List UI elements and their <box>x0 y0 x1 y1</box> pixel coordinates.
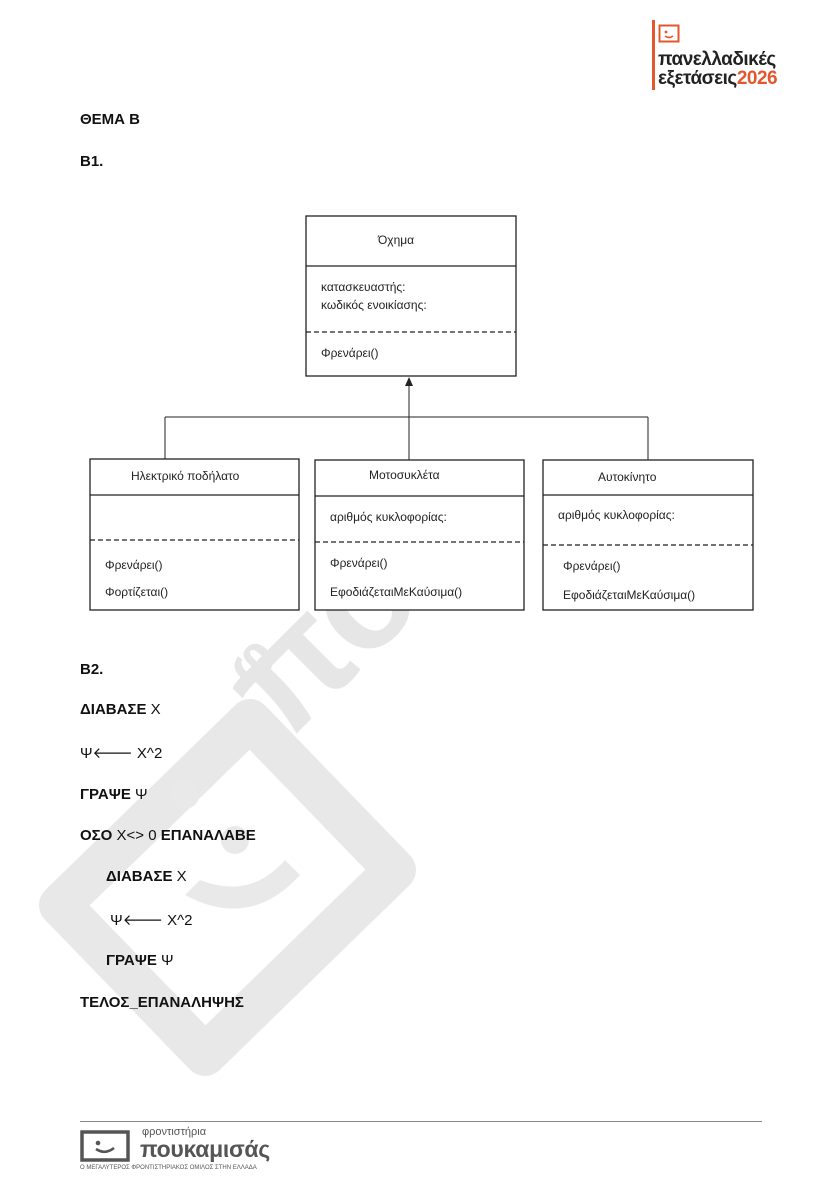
code-line-7: ΓΡΑΨΕ Ψ <box>106 952 174 969</box>
b2-label: Β2. <box>80 661 104 678</box>
b1-label: Β1. <box>80 153 104 170</box>
code-text: Χ<> 0 <box>112 827 161 844</box>
logo-line-1: πανελλαδικές <box>658 49 776 70</box>
class-name-electric-bike: Ηλεκτρικό ποδήλατο <box>131 469 240 483</box>
class-box-motorcycle <box>314 459 525 611</box>
logo-line-2: εξετάσεις2026 <box>658 68 778 89</box>
code-text: Ψ🡐 Χ^2 <box>106 912 193 929</box>
class-box-car <box>542 459 754 611</box>
footer-divider <box>80 1121 762 1122</box>
method-charges: Φορτίζεται() <box>105 585 168 599</box>
header-logo: πανελλαδικές εξετάσεις2026 <box>652 20 802 92</box>
class-name-car: Αυτοκίνητο <box>598 470 657 484</box>
class-name-motorcycle: Μοτοσυκλέτα <box>369 468 440 482</box>
uml-class-diagram: Όχημα κατασκευαστής: κωδικός ενοικίασης:… <box>89 215 754 611</box>
footer-tagline: Ο ΜΕΓΑΛΥΤΕΡΟΣ ΦΡΟΝΤΙΣΤΗΡΙΑΚΟΣ ΟΜΙΛΟΣ ΣΤΗ… <box>80 1165 257 1171</box>
section-title: ΘΕΜΑ Β <box>80 111 140 128</box>
code-line-1: ΔΙΑΒΑΣΕ Χ <box>80 701 161 718</box>
footer-brand-name: πουκαμισάς <box>140 1136 270 1162</box>
method-refuels: ΕφοδιάζεταιΜεΚαύσιμα() <box>330 585 462 599</box>
inheritance-arrowhead <box>405 377 413 386</box>
footer-logo: φροντιστήρια πουκαμισάς Ο ΜΕΓΑΛΥΤΕΡΟΣ ΦΡ… <box>80 1126 340 1176</box>
code-line-2: Ψ🡐 Χ^2 <box>80 743 162 762</box>
attribute-plate-number: αριθμός κυκλοφορίας: <box>558 508 675 522</box>
class-name-parent: Όχημα <box>377 233 414 247</box>
code-text: Ψ <box>130 786 148 803</box>
attribute-plate-number: αριθμός κυκλοφορίας: <box>330 510 447 524</box>
keyword: ΕΠΑΝΑΛΑΒΕ <box>160 827 256 844</box>
code-line-5: ΔΙΑΒΑΣΕ Χ <box>106 868 187 885</box>
attribute-manufacturer: κατασκευαστής: <box>321 280 406 294</box>
code-text: Χ <box>172 868 187 885</box>
code-line-4: ΟΣΟ Χ<> 0 ΕΠΑΝΑΛΑΒΕ <box>80 827 256 844</box>
smile-icon <box>658 24 680 43</box>
smile-icon <box>80 1130 130 1162</box>
class-box-parent <box>305 215 517 377</box>
keyword: ΤΕΛΟΣ_ΕΠΑΝΑΛΗΨΗΣ <box>80 994 244 1011</box>
code-line-6: Ψ🡐 Χ^2 <box>106 910 192 929</box>
code-text: Ψ🡐 Χ^2 <box>80 745 163 762</box>
logo-word-exams: εξετάσεις <box>658 68 737 89</box>
code-line-3: ΓΡΑΨΕ Ψ <box>80 786 148 803</box>
attribute-rental-code: κωδικός ενοικίασης: <box>321 298 427 312</box>
method-brakes: Φρενάρει() <box>330 556 388 570</box>
method-brakes: Φρενάρει() <box>321 346 379 360</box>
code-text: Χ <box>146 701 161 718</box>
method-brakes: Φρενάρει() <box>105 558 163 572</box>
footer-brand-small: φροντιστήρια <box>142 1126 207 1138</box>
method-refuels: ΕφοδιάζεταιΜεΚαύσιμα() <box>563 588 695 602</box>
keyword: ΔΙΑΒΑΣΕ <box>106 868 173 885</box>
logo-year: 2026 <box>736 68 778 89</box>
class-box-electric-bike <box>89 458 300 611</box>
keyword: ΔΙΑΒΑΣΕ <box>80 701 147 718</box>
code-text: Ψ <box>156 952 174 969</box>
keyword: ΟΣΟ <box>80 827 113 844</box>
keyword: ΓΡΑΨΕ <box>106 952 157 969</box>
method-brakes: Φρενάρει() <box>563 559 621 573</box>
logo-bar <box>652 20 655 90</box>
code-line-8: ΤΕΛΟΣ_ΕΠΑΝΑΛΗΨΗΣ <box>80 994 244 1011</box>
keyword: ΓΡΑΨΕ <box>80 786 131 803</box>
